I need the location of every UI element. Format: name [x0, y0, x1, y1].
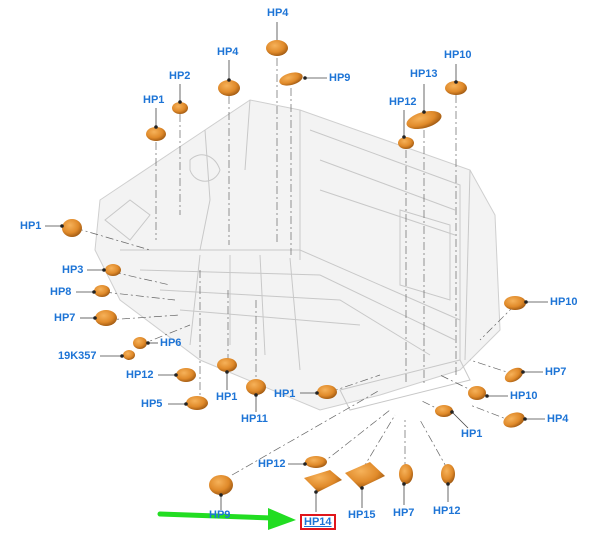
label-hp7-right: HP7: [545, 366, 567, 378]
label-19k357: 19K357: [58, 350, 97, 362]
plug-hp8: [94, 285, 110, 297]
label-leaders: [45, 22, 548, 512]
label-hp12-d: HP12: [433, 505, 461, 517]
label-hp10-right: HP10: [550, 296, 578, 308]
label-hp4-left: HP4: [217, 46, 239, 58]
label-hp5: HP5: [141, 398, 163, 410]
plug-hp5: [186, 396, 208, 410]
plug-hp9-bottom: [209, 475, 233, 495]
label-hp12-a: HP12: [389, 96, 417, 108]
plug-hp7-left: [95, 310, 117, 326]
plug-hp14: [304, 470, 342, 492]
label-hp2: HP2: [169, 70, 191, 82]
plugs: [62, 40, 526, 495]
label-hp11: HP11: [241, 413, 268, 425]
plug-19k357: [123, 350, 135, 360]
label-hp1-d: HP1: [461, 428, 483, 440]
plug-hp4-left: [218, 80, 240, 96]
plug-hp7-bottom: [399, 464, 413, 484]
label-hp1-a: HP1: [143, 94, 165, 106]
plug-hp1-a: [146, 127, 166, 141]
label-hp1-left: HP1: [20, 220, 42, 232]
label-hp7-bottom: HP7: [393, 507, 415, 519]
label-hp12-b: HP12: [126, 369, 154, 381]
plug-hp2: [172, 102, 188, 114]
plug-hp10-top: [445, 81, 467, 95]
plug-hp9: [279, 72, 303, 86]
label-hp9: HP9: [329, 72, 351, 84]
plug-hp1-d: [435, 405, 453, 417]
plug-hp1-left: [62, 219, 82, 237]
label-hp6: HP6: [160, 337, 182, 349]
plug-hp7-right: [504, 367, 524, 383]
pointer-arrow: [157, 508, 296, 530]
plug-hp1-b: [217, 358, 237, 372]
plug-hp12-c: [305, 456, 327, 468]
label-hp9-bottom: HP9: [209, 509, 231, 521]
label-hp13: HP13: [410, 68, 438, 80]
label-hp1-c: HP1: [274, 388, 296, 400]
label-hp1-b: HP1: [216, 391, 238, 403]
label-hp4-top: HP4: [267, 7, 289, 19]
plug-hp12-a: [398, 137, 414, 149]
label-hp10-b: HP10: [510, 390, 538, 402]
label-hp10-top: HP10: [444, 49, 472, 61]
plug-hp6: [133, 337, 147, 349]
plug-hp12-d: [441, 464, 455, 484]
plug-hp15: [345, 462, 385, 488]
label-hp14: HP14: [300, 514, 336, 530]
label-hp4-right: HP4: [547, 413, 569, 425]
plug-hp13: [406, 110, 442, 130]
label-hp7-left: HP7: [54, 312, 76, 324]
label-hp3: HP3: [62, 264, 84, 276]
label-hp12-c: HP12: [258, 458, 286, 470]
label-hp15: HP15: [348, 509, 376, 521]
van-body-outline: [94, 99, 501, 411]
drop-lines: [74, 58, 517, 476]
label-hp8: HP8: [50, 286, 72, 298]
plug-hp10-right: [504, 296, 526, 310]
plug-hp11: [246, 379, 266, 395]
plug-hp4-top: [266, 40, 288, 56]
plug-hp10-b: [468, 386, 486, 400]
plug-hp12-b: [176, 368, 196, 382]
plug-hp3: [105, 264, 121, 276]
plug-hp1-c: [317, 385, 337, 399]
plug-hp4-right: [503, 412, 525, 428]
